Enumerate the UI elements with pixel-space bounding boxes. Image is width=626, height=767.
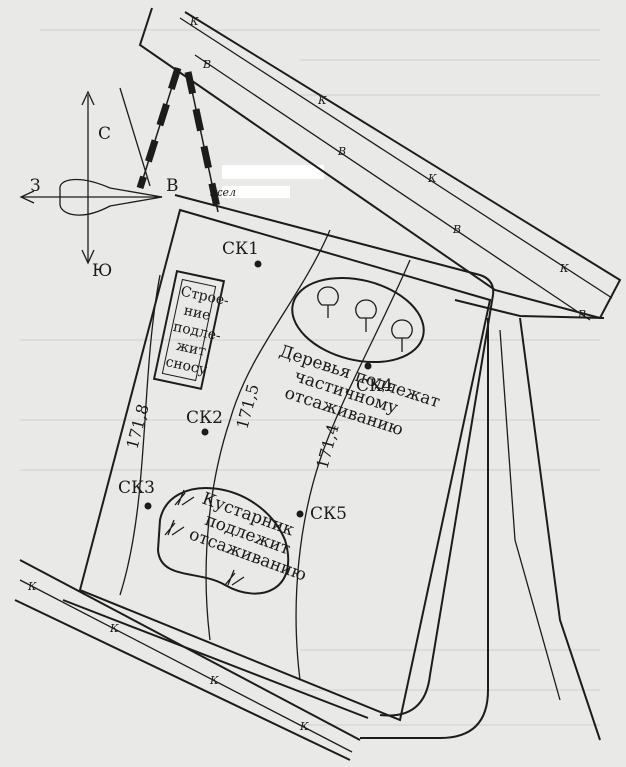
site-inner-boundary bbox=[78, 208, 492, 722]
water-marker: В bbox=[577, 308, 586, 321]
building-outer bbox=[152, 270, 226, 390]
building-inner bbox=[161, 278, 217, 382]
tree-icon bbox=[317, 286, 339, 318]
road-edge bbox=[454, 299, 605, 319]
point-marker bbox=[201, 428, 209, 436]
compass-west-arrow bbox=[19, 190, 35, 204]
point-marker bbox=[364, 362, 372, 370]
tree-icon bbox=[391, 319, 413, 352]
shrub-icon bbox=[224, 569, 245, 586]
contour-lines: 171,8 171,5 171,4 bbox=[119, 229, 411, 681]
compass-south-label: Ю bbox=[92, 261, 112, 281]
road-right-outer bbox=[519, 317, 601, 741]
building: Строе- ние подле- жит сносу bbox=[152, 270, 231, 390]
point-marker bbox=[296, 510, 304, 518]
railway-track: жел bbox=[119, 66, 324, 213]
tree-icon bbox=[355, 299, 377, 332]
cable-marker: К bbox=[299, 720, 309, 733]
point-marker bbox=[144, 502, 152, 510]
contour-label-171-5: 171,5 bbox=[233, 382, 263, 431]
compass-north-arrow bbox=[81, 90, 95, 106]
water-marker: В bbox=[337, 145, 346, 158]
road-bottom-lower bbox=[14, 599, 351, 761]
rail-label-box bbox=[222, 165, 324, 179]
wind-rose-petal bbox=[59, 178, 163, 216]
shrubs-area-outline bbox=[156, 487, 290, 595]
compass-south-arrow bbox=[81, 249, 95, 265]
rail-label-box-2 bbox=[222, 186, 290, 198]
cable-line-bottom bbox=[19, 579, 353, 753]
point-marker bbox=[254, 260, 262, 268]
trees-label: Деревья подлежат частичному отсаживанию bbox=[277, 341, 443, 440]
contour-171-8 bbox=[119, 274, 161, 596]
cable-marker: К bbox=[559, 262, 569, 275]
cable-marker: К bbox=[27, 580, 37, 593]
contour-171-4 bbox=[295, 259, 411, 681]
building-label-line: ние bbox=[182, 303, 212, 324]
contour-171-5 bbox=[205, 229, 331, 641]
water-marker: В bbox=[452, 223, 461, 236]
outer-road-right bbox=[360, 318, 489, 739]
water-marker: В bbox=[202, 58, 211, 71]
point-label: СК3 bbox=[118, 478, 155, 498]
fence-right bbox=[499, 329, 561, 701]
site-boundary bbox=[62, 194, 495, 722]
shrubs-area: Кустарник подлежит отсаживанию bbox=[156, 487, 309, 595]
rail-label: жел bbox=[210, 186, 236, 199]
compass-west-label: З bbox=[30, 176, 41, 196]
point-label: СК4 bbox=[356, 376, 393, 396]
water-line-road bbox=[194, 54, 591, 321]
background-text-lines bbox=[20, 29, 600, 726]
survey-points: СК1 СК2 СК3 СК4 СК5 bbox=[118, 239, 393, 524]
rail-right-edge bbox=[187, 71, 219, 213]
site-outer-boundary bbox=[174, 194, 495, 717]
cable-marker: К bbox=[189, 15, 199, 28]
point-label: СК1 bbox=[222, 239, 259, 259]
road-outline-top bbox=[138, 7, 622, 320]
contour-label-171-4: 171,4 bbox=[313, 422, 343, 471]
compass-north-label: С bbox=[98, 124, 111, 144]
trees-area-outline bbox=[291, 276, 425, 364]
point-label: СК5 bbox=[310, 504, 347, 524]
cable-marker: К bbox=[209, 674, 219, 687]
cable-line-road bbox=[179, 17, 613, 299]
trees-area: Деревья подлежат частичному отсаживанию bbox=[277, 276, 443, 440]
compass-rose: С Ю З В bbox=[19, 90, 179, 281]
rail-dim-line bbox=[119, 87, 151, 187]
building-label-line: жит bbox=[175, 338, 208, 360]
cable-marker: К bbox=[317, 94, 327, 107]
compass-east-label: В bbox=[166, 176, 179, 196]
building-label: Строе- ние подле- жит сносу bbox=[164, 284, 230, 379]
rail-left-edge bbox=[139, 67, 179, 189]
site-bottom-edge bbox=[62, 599, 369, 719]
cable-marker: К bbox=[109, 622, 119, 635]
shrub-icon bbox=[174, 489, 195, 506]
cable-marker: К bbox=[427, 172, 437, 185]
point-label: СК2 bbox=[186, 408, 223, 428]
road: К К К К В В В В bbox=[138, 7, 622, 321]
shrub-icon bbox=[164, 519, 185, 536]
